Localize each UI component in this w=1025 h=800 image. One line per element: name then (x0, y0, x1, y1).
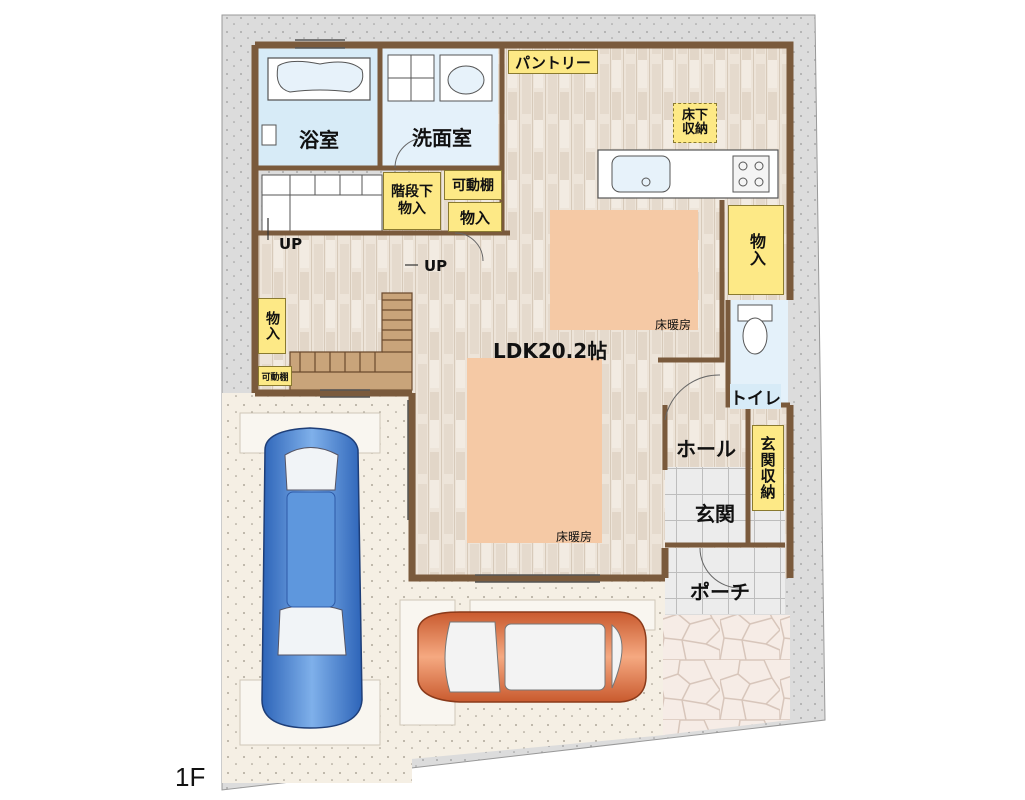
stair-up-left-label: UP (279, 235, 303, 253)
blue-car-icon (261, 427, 363, 729)
approach-stone (663, 615, 790, 735)
floor-label: 1F (175, 762, 206, 792)
toilet-label: トイレ (730, 384, 781, 409)
closet-left-label: 物入 (258, 298, 286, 354)
porch-label: ポーチ (690, 580, 750, 604)
floor-heating-upper-label: 床暖房 (655, 318, 692, 332)
staircase (261, 174, 383, 234)
floor-heating-lower-label: 床暖房 (556, 530, 593, 544)
washroom-label: 洗面室 (412, 126, 472, 150)
ldk-label: LDK20.2帖 (493, 339, 608, 363)
floor-heating-lower (467, 358, 602, 543)
porch-floor (665, 548, 785, 614)
doors (394, 137, 741, 589)
floor-heating-upper (550, 210, 698, 330)
under-stairs-storage-label: 階段下物入 (383, 172, 441, 230)
closet-center-label: 物入 (448, 202, 502, 232)
hall-label: ホール (676, 437, 736, 461)
closet-right-label: 物入 (728, 205, 784, 295)
kitchen-sink (611, 155, 671, 193)
entrance-label: 玄関 (695, 502, 735, 526)
orange-car-icon (417, 611, 647, 703)
kitchen-stove (732, 155, 770, 193)
walls (251, 41, 794, 582)
movable-shelf-bottom-label: 可動棚 (258, 366, 292, 386)
inner-walls (255, 48, 790, 548)
underfloor-storage-label: 床下収納 (673, 103, 717, 143)
bath-label: 浴室 (299, 128, 339, 152)
shoe-storage-label: 玄関収納 (752, 425, 784, 511)
windows (295, 39, 600, 583)
toilet-bowl-icon (742, 317, 768, 355)
pantry-label: パントリー (508, 50, 598, 74)
movable-shelf-top-label: 可動棚 (444, 170, 502, 200)
stair-up-center-label: UP (424, 257, 448, 275)
